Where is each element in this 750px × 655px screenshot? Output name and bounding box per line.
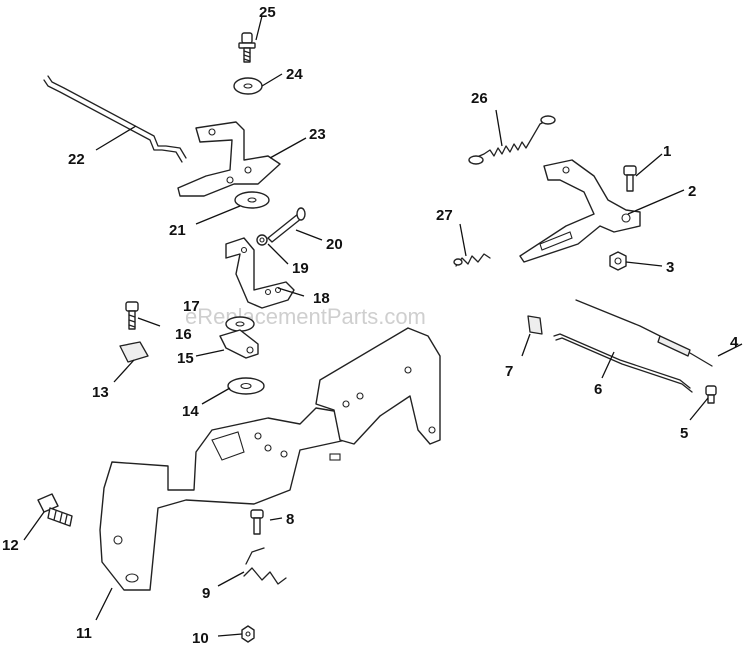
callout-17: 17 [183, 298, 200, 315]
callout-leaders [23, 15, 743, 637]
callout-27: 27 [436, 207, 453, 224]
part-5-screw [705, 385, 717, 404]
callout-19: 19 [292, 260, 309, 277]
callout-5: 5 [680, 425, 688, 442]
part-2-control-lever [519, 159, 641, 263]
callout-15: 15 [177, 350, 194, 367]
callout-4: 4 [730, 334, 739, 351]
callout-16: 16 [175, 326, 192, 343]
part-26-spring [468, 115, 556, 165]
part-3-nut [609, 251, 627, 271]
part-27-spring [453, 253, 491, 267]
part-17-washer [225, 316, 255, 332]
part-25-screw [238, 32, 256, 63]
callout-24: 24 [286, 66, 303, 83]
callout-3: 3 [666, 259, 674, 276]
callout-7: 7 [505, 363, 513, 380]
part-20-bolt [267, 207, 306, 243]
callout-25: 25 [259, 4, 276, 21]
part-10-nut [241, 625, 255, 643]
callout-12: 12 [2, 537, 19, 554]
part-22-rod [43, 75, 187, 163]
part-4-cable [575, 299, 713, 367]
callout-9: 9 [202, 585, 210, 602]
callout-14: 14 [182, 403, 199, 420]
callout-13: 13 [92, 384, 109, 401]
part-12-bolt [37, 493, 73, 527]
callout-2: 2 [688, 183, 696, 200]
watermark-text: eReplacementParts.com [185, 304, 426, 329]
part-7-clip [527, 315, 543, 335]
part-16-screw [125, 301, 139, 330]
part-24-washer [233, 77, 263, 95]
part-6-rod [553, 333, 693, 393]
callout-22: 22 [68, 151, 85, 168]
part-9-spring [243, 547, 287, 585]
callout-10: 10 [192, 630, 209, 647]
callout-18: 18 [313, 290, 330, 307]
callout-11: 11 [76, 625, 92, 642]
callout-1: 1 [663, 143, 671, 160]
part-11-main-bracket [99, 327, 441, 591]
callout-20: 20 [326, 236, 343, 253]
callout-8: 8 [286, 511, 294, 528]
part-23-bracket [177, 121, 281, 197]
callout-23: 23 [309, 126, 326, 143]
part-1-screw [623, 165, 637, 192]
part-21-washer [234, 191, 270, 209]
part-13-clip [119, 341, 149, 363]
part-15-clip [219, 329, 259, 359]
callout-26: 26 [471, 90, 488, 107]
callout-21: 21 [169, 222, 186, 239]
part-18-lever [225, 237, 295, 309]
callout-6: 6 [594, 381, 602, 398]
part-8-bolt [250, 509, 264, 535]
part-19-nut [256, 234, 268, 246]
part-14-washer [227, 377, 265, 395]
